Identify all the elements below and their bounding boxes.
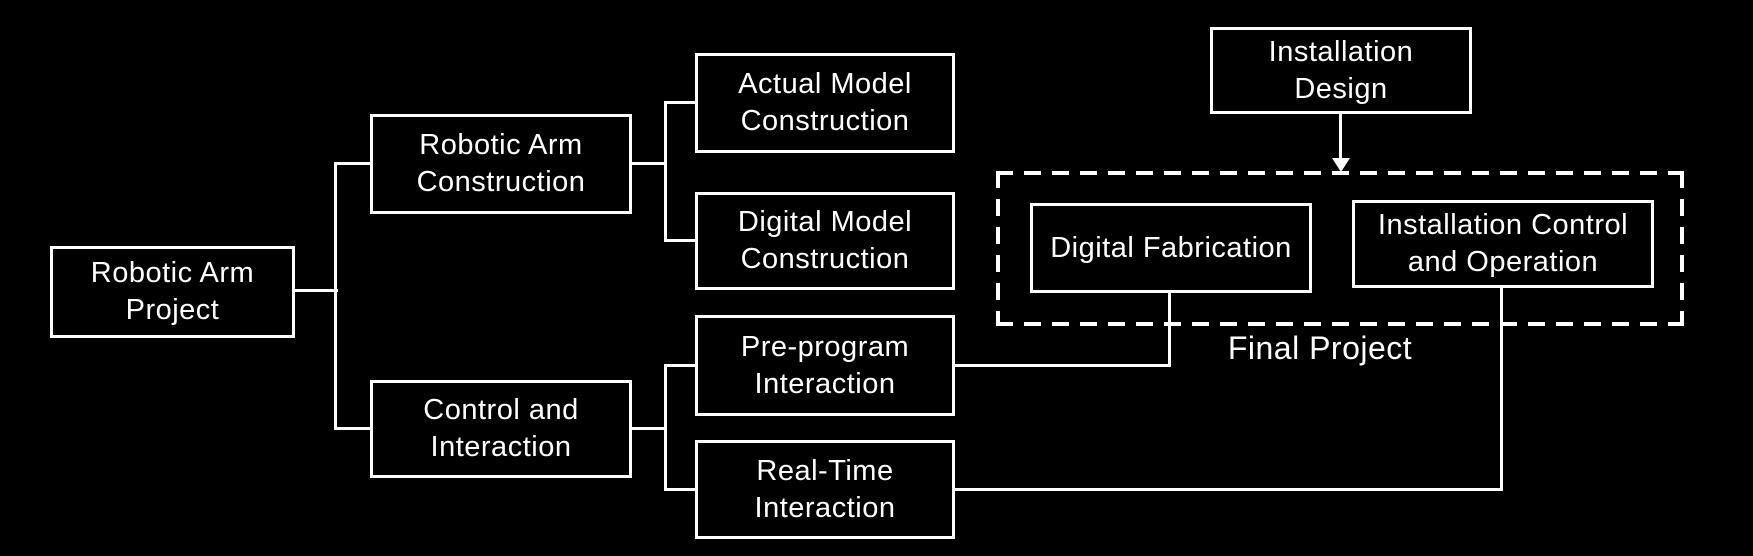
node-label: Digital Model Construction	[737, 206, 913, 275]
node-digital-fabrication: Digital Fabrication	[1030, 203, 1312, 293]
node-label: Installation Control and Operation	[1377, 209, 1629, 278]
node-pre-program-interaction: Pre-program Interaction	[695, 315, 955, 416]
node-actual-model-construction: Actual Model Construction	[695, 53, 955, 153]
connector-line	[334, 162, 337, 430]
connector-line	[334, 162, 372, 165]
node-label: Actual Model Construction	[738, 68, 912, 137]
node-real-time-interaction: Real-Time Interaction	[695, 440, 955, 539]
node-control-and-interaction: Control and Interaction	[370, 380, 632, 478]
node-installation-design: Installation Design	[1210, 27, 1472, 114]
connector-line	[664, 239, 697, 242]
connector-line	[1500, 288, 1503, 491]
node-label: Digital Fabrication	[1050, 231, 1292, 264]
node-label: Control and Interaction	[423, 394, 579, 463]
node-digital-model-construction: Digital Model Construction	[695, 192, 955, 290]
node-label: Real-Time Interaction	[754, 454, 896, 524]
connector-line	[664, 101, 697, 104]
connector-line	[1339, 114, 1342, 160]
connector-line	[955, 488, 1503, 491]
final-project-group-border-top	[996, 171, 1684, 175]
connector-line	[664, 364, 697, 367]
connector-line	[664, 101, 667, 242]
node-label: Robotic Arm Construction	[416, 129, 586, 198]
final-project-group-label: Final Project	[1227, 330, 1413, 366]
connector-line	[664, 488, 697, 491]
final-project-group-border-left	[996, 171, 1000, 326]
connector-line	[294, 289, 338, 292]
arrow-down-icon	[1332, 158, 1350, 172]
node-label: Robotic Arm Project	[90, 257, 255, 326]
connector-line	[632, 427, 666, 430]
final-project-group-border-bottom	[996, 322, 1684, 326]
node-label: Installation Design	[1268, 35, 1414, 105]
final-project-group-border-right	[1680, 171, 1684, 326]
connector-line	[632, 162, 666, 165]
node-robotic-arm-construction: Robotic Arm Construction	[370, 114, 632, 214]
node-installation-control-and-operation: Installation Control and Operation	[1352, 200, 1654, 288]
node-label: Pre-program Interaction	[740, 330, 910, 400]
connector-line	[1168, 293, 1171, 367]
connector-line	[664, 364, 667, 491]
connector-line	[955, 364, 1171, 367]
connector-line	[334, 427, 372, 430]
node-robotic-arm-project: Robotic Arm Project	[50, 246, 295, 338]
